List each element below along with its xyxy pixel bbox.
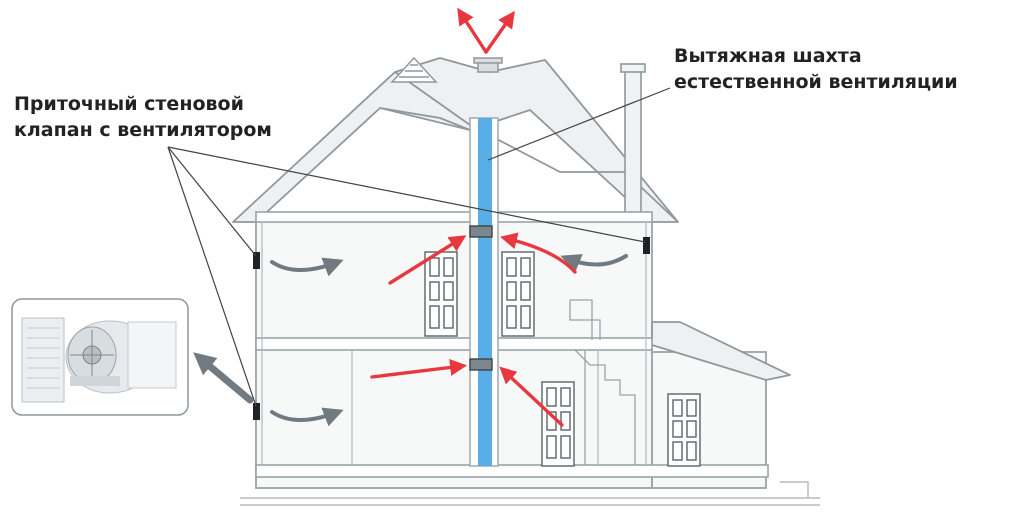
exhaust-grille-icon: [469, 225, 493, 371]
outdoor-air-arrows: [270, 254, 628, 427]
leader-lines: [167, 87, 671, 407]
chimney-icon: [620, 63, 646, 221]
staircase: [569, 299, 636, 465]
fan-unit-inset: [11, 298, 189, 416]
exhaust-shaft-label: Вытяжная шахта естественной вентиляции: [674, 43, 994, 95]
exhaust-shaft-label-line1: Вытяжная шахта: [674, 45, 862, 67]
roof-dormer: [390, 56, 438, 83]
ground: [240, 481, 820, 506]
door-icon: [424, 251, 701, 467]
fan-unit-icon: [21, 317, 177, 403]
main-roof: [232, 57, 679, 223]
supply-valve-label-line2: клапан с вентилятором: [14, 119, 272, 141]
floor-slabs: [255, 211, 769, 478]
supply-valve-label: Приточный стеновой клапан с вентилятором: [14, 91, 314, 143]
supply-valve-label-line1: Приточный стеновой: [14, 93, 244, 115]
exhaust-shaft: [469, 117, 499, 467]
indoor-airflow-arrows: [370, 232, 577, 427]
roof-vent-cap: [473, 57, 503, 73]
exhaust-shaft-label-line2: естественной вентиляции: [674, 71, 958, 93]
supply-valve-icon: [253, 237, 650, 420]
inset-pointer-arrow: [193, 352, 254, 404]
interior-lines: [261, 222, 647, 465]
exhaust-outflow-arrows: [457, 7, 515, 54]
